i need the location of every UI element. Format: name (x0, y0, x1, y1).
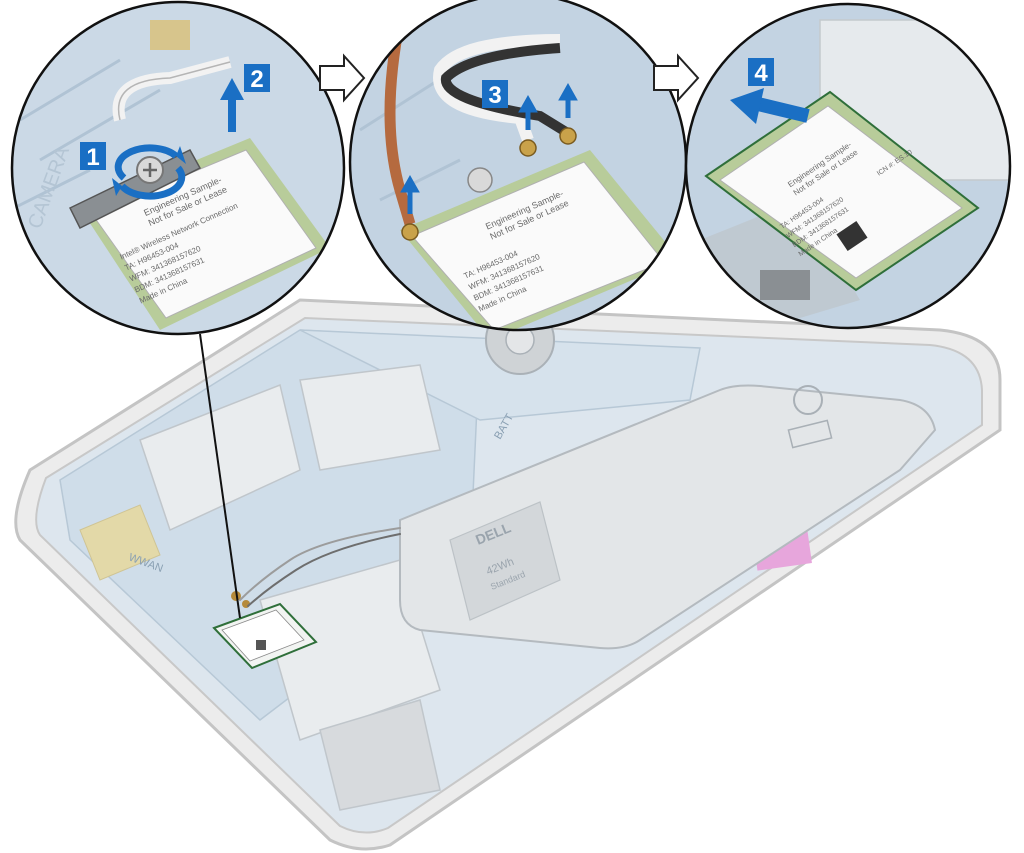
battery: DELL 42Wh Standard (399, 384, 937, 650)
antenna-cables-board (239, 527, 401, 607)
svg-text:4: 4 (754, 60, 768, 87)
next-step-arrow-icon (653, 53, 700, 103)
next-step-arrow-icon (319, 53, 366, 103)
step-badge-1: 1 (80, 142, 106, 171)
slide-out-arrow-icon (730, 88, 810, 124)
callout-line (199, 333, 241, 619)
detail-circle-step-1: CAMERA Engineering Sample- Not for Sale … (10, 0, 346, 336)
step-badge-2: 2 (244, 64, 270, 93)
step-badge-3: 3 (482, 80, 508, 109)
detail-circle-step-3: Engineering Sample- Not for Sale or Leas… (348, 0, 688, 332)
step-badge-4: 4 (748, 58, 774, 87)
screw-rotate-icon (112, 144, 186, 200)
lift-up-arrow-icon (220, 78, 244, 132)
svg-text:3: 3 (488, 82, 501, 109)
wlan-card-installed (212, 591, 318, 670)
detail-circle-step-4: Engineering Sample- Not for Sale or Leas… (684, 2, 1012, 330)
svg-text:2: 2 (250, 66, 263, 93)
lift-up-arrow-icon (400, 82, 578, 214)
svg-text:1: 1 (86, 144, 99, 171)
